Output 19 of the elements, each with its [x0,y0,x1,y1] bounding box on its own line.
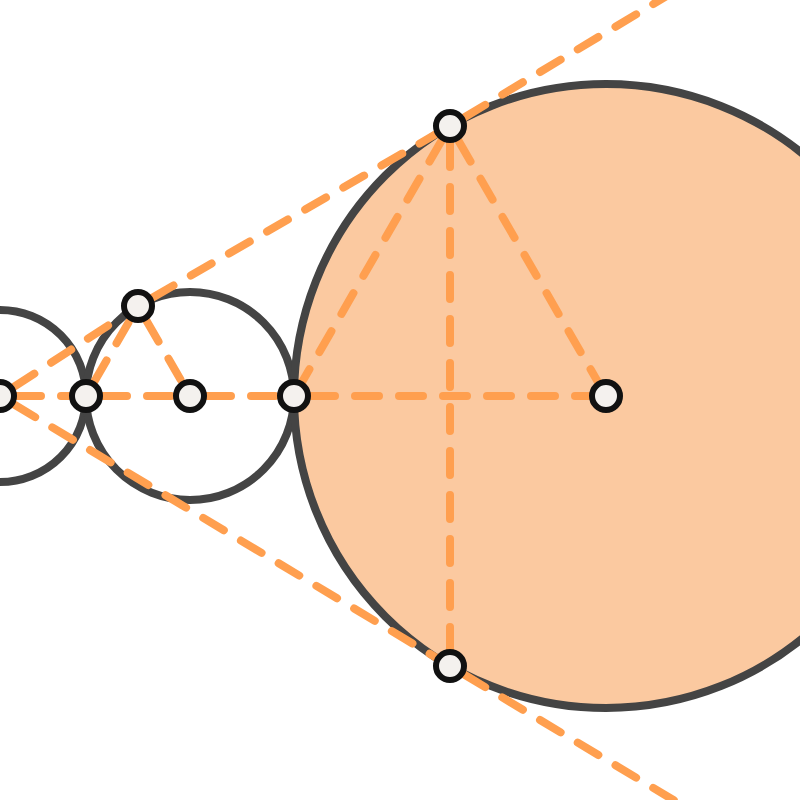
dashed-line [298,136,446,386]
point-marker [120,288,156,324]
dashed-line [10,400,440,662]
point-marker [68,378,104,414]
dashed-line [142,316,186,386]
dashed-line [90,316,134,386]
dashed-line [446,139,454,653]
dashed-line [203,392,281,400]
point-marker [588,378,624,414]
point-marker [432,108,468,144]
dashed-line [99,392,177,400]
point-marker [276,378,312,414]
dashed-line [454,136,602,386]
dashed-line [307,392,593,400]
dashed-line [13,392,73,400]
point-marker [172,378,208,414]
geometry-circle [82,288,298,504]
dashed-line [148,130,440,302]
point-marker [432,648,468,684]
